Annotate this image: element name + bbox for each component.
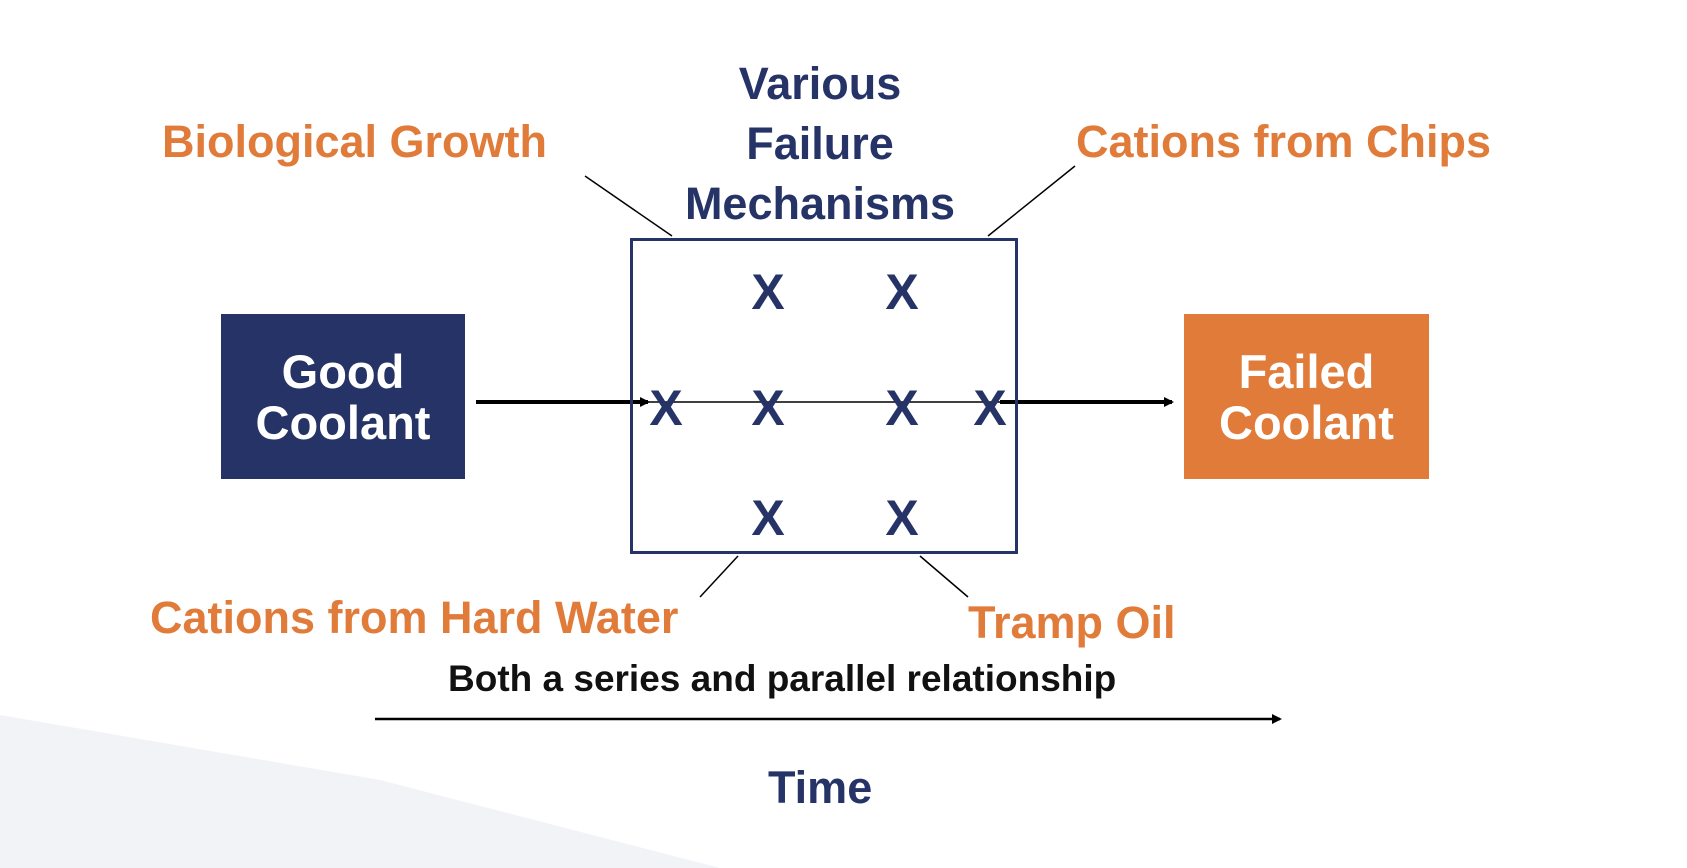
leader-line-tramp-oil (919, 555, 969, 598)
mechanisms-title-line-3: Mechanisms (684, 178, 956, 229)
failure-mark-middle-3: X (885, 380, 919, 436)
mechanisms-title: Various Failure Mechanisms (655, 54, 985, 234)
time-axis-label: Time (768, 762, 873, 813)
failure-mark-top-left: X (751, 264, 785, 320)
failed-coolant-line-2: Coolant (1219, 395, 1394, 449)
label-tramp-oil: Tramp Oil (968, 597, 1176, 648)
leader-line-biological (584, 175, 673, 237)
failure-mark-bottom-left: X (751, 490, 785, 546)
mechanisms-title-line-1: Various (738, 58, 902, 109)
failure-mark-middle-1: X (649, 380, 683, 436)
mechanisms-box (630, 238, 1018, 554)
good-coolant-line-1: Good (281, 344, 405, 398)
failure-mark-middle-4: X (973, 380, 1007, 436)
failed-coolant-line-1: Failed (1238, 344, 1375, 398)
leader-line-chips (987, 165, 1076, 237)
good-coolant-line-2: Coolant (255, 395, 431, 449)
failure-mark-top-right: X (885, 264, 919, 320)
relationship-caption: Both a series and parallel relationship (448, 658, 1117, 699)
label-biological-growth: Biological Growth (162, 116, 548, 167)
good-coolant-box: Good Coolant (221, 314, 465, 479)
label-cations-from-hard-water: Cations from Hard Water (150, 592, 679, 643)
failure-mark-bottom-right: X (885, 490, 919, 546)
failure-mark-middle-2: X (751, 380, 785, 436)
label-cations-from-chips: Cations from Chips (1076, 116, 1492, 167)
mechanisms-title-line-2: Failure (746, 118, 894, 169)
leader-line-hard-water (699, 555, 739, 598)
failed-coolant-box: Failed Coolant (1184, 314, 1429, 479)
